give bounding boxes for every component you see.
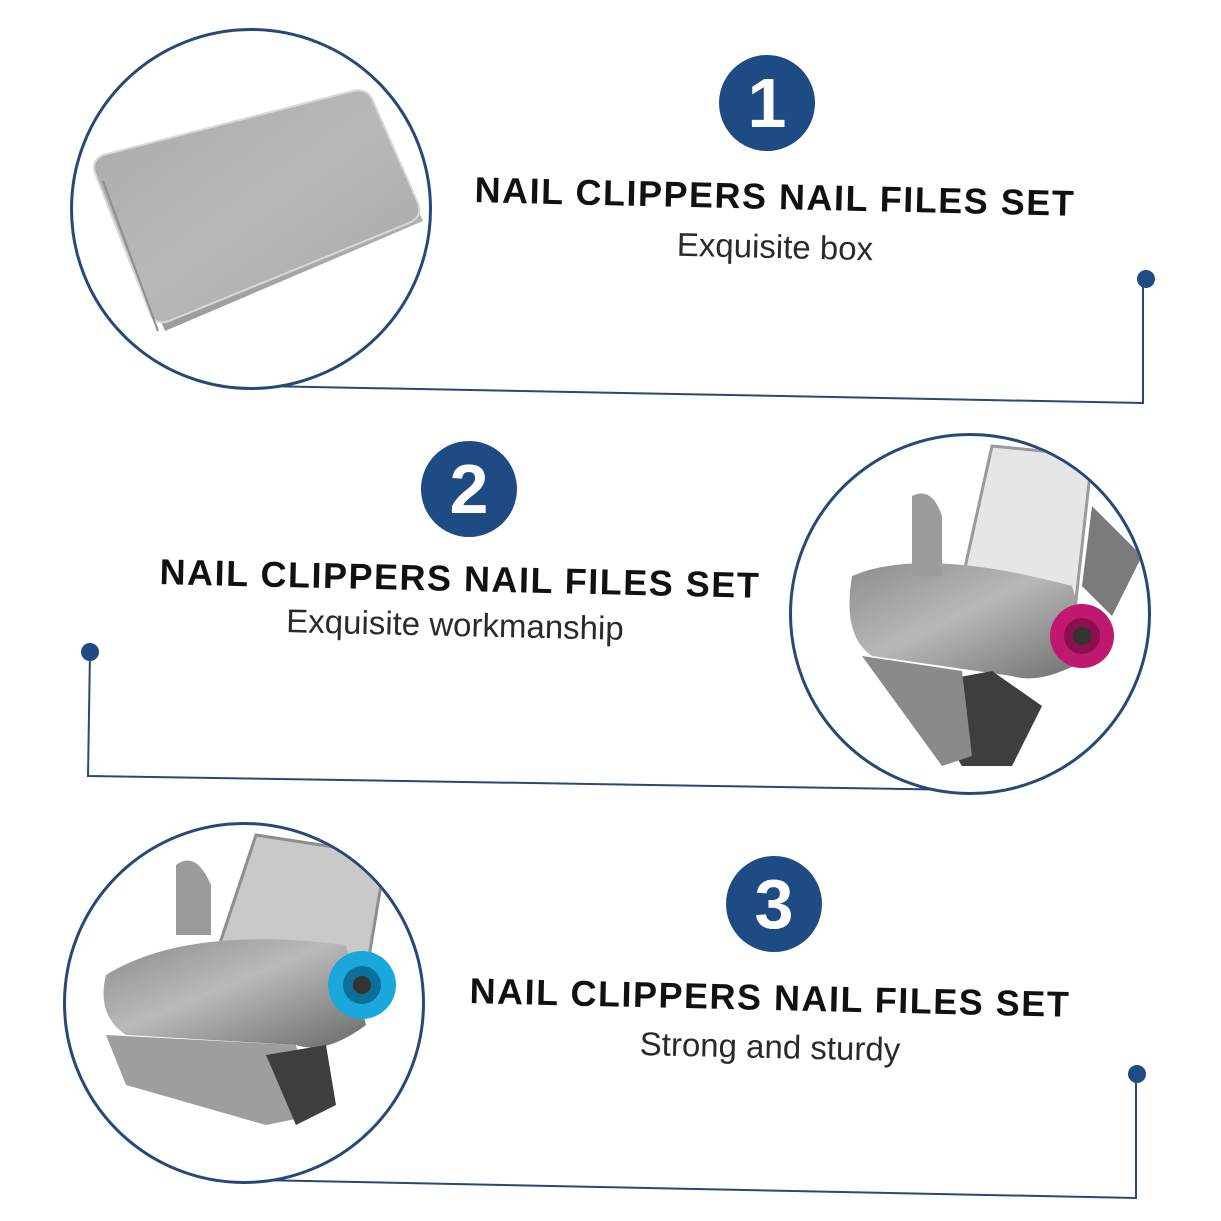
step-badge-2: 2	[421, 441, 517, 537]
step-badge-1: 1	[719, 55, 815, 151]
step-badge-3: 3	[726, 856, 822, 952]
nail-clipper-pink-icon	[849, 444, 1142, 766]
connector-dot-2	[81, 643, 99, 661]
feature-3-image-circle	[63, 822, 425, 1184]
connector-line-1	[261, 280, 1144, 405]
feature-1-image-circle	[70, 28, 432, 390]
feature-2-image-circle	[789, 433, 1151, 795]
nail-clipper-blue-icon	[103, 833, 396, 1125]
metal-box-icon	[93, 89, 423, 332]
connector-dot-3	[1128, 1065, 1146, 1083]
connector-dot-1	[1137, 270, 1155, 288]
connector-line-3	[256, 1074, 1137, 1200]
connector-line-2	[86, 651, 969, 791]
